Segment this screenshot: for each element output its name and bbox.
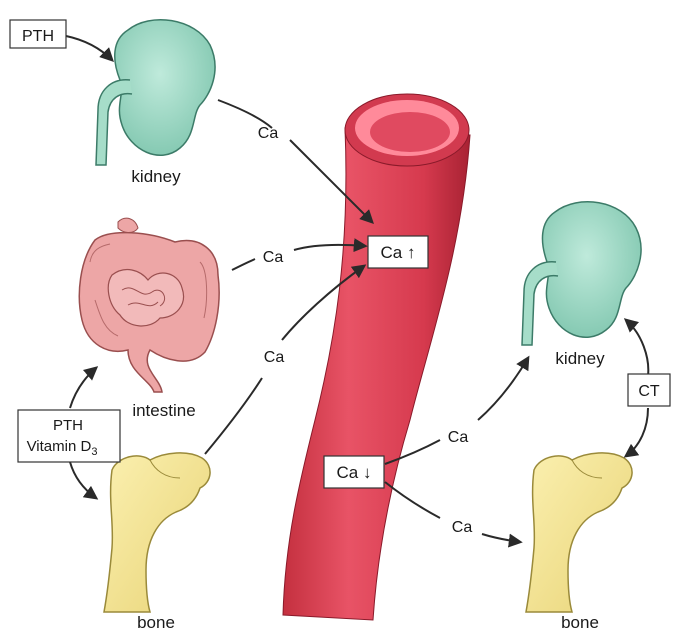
ca-kidney-in-label: Ca [258,125,279,142]
ct-label: CT [638,383,660,400]
kidney-right-label: kidney [555,349,605,368]
pth-top-label: PTH [22,28,54,45]
ca-bone-in-label: Ca [264,349,285,366]
intestine-label: intestine [132,401,195,420]
ca-intestine-in-label: Ca [263,249,284,266]
ct-to-kidney-arrow [626,320,648,376]
pth-vitd-to-intestine-arrow [70,368,96,408]
kidney-left-label: kidney [131,167,181,186]
bone-right-label: bone [561,613,599,632]
pth-vitamin-label-line1: PTH [53,417,83,434]
ct-to-bone-arrow [626,408,648,456]
pth-vitd-to-bone-arrow [70,462,96,498]
bone-right-organ [526,453,632,612]
ca-kidney-out-label: Ca [448,429,469,446]
blood-vessel [283,94,470,620]
intestine-organ [79,218,219,392]
pth-to-kidney-arrow [66,36,112,60]
kidney-right-organ [522,202,641,345]
bone-left-label: bone [137,613,175,632]
ca-bone-out-label: Ca [452,519,473,536]
kidney-left-organ [96,20,215,165]
ca-down-label: Ca ↓ [337,463,372,482]
bone-left-organ [104,453,210,612]
ca-up-label: Ca ↑ [381,243,416,262]
